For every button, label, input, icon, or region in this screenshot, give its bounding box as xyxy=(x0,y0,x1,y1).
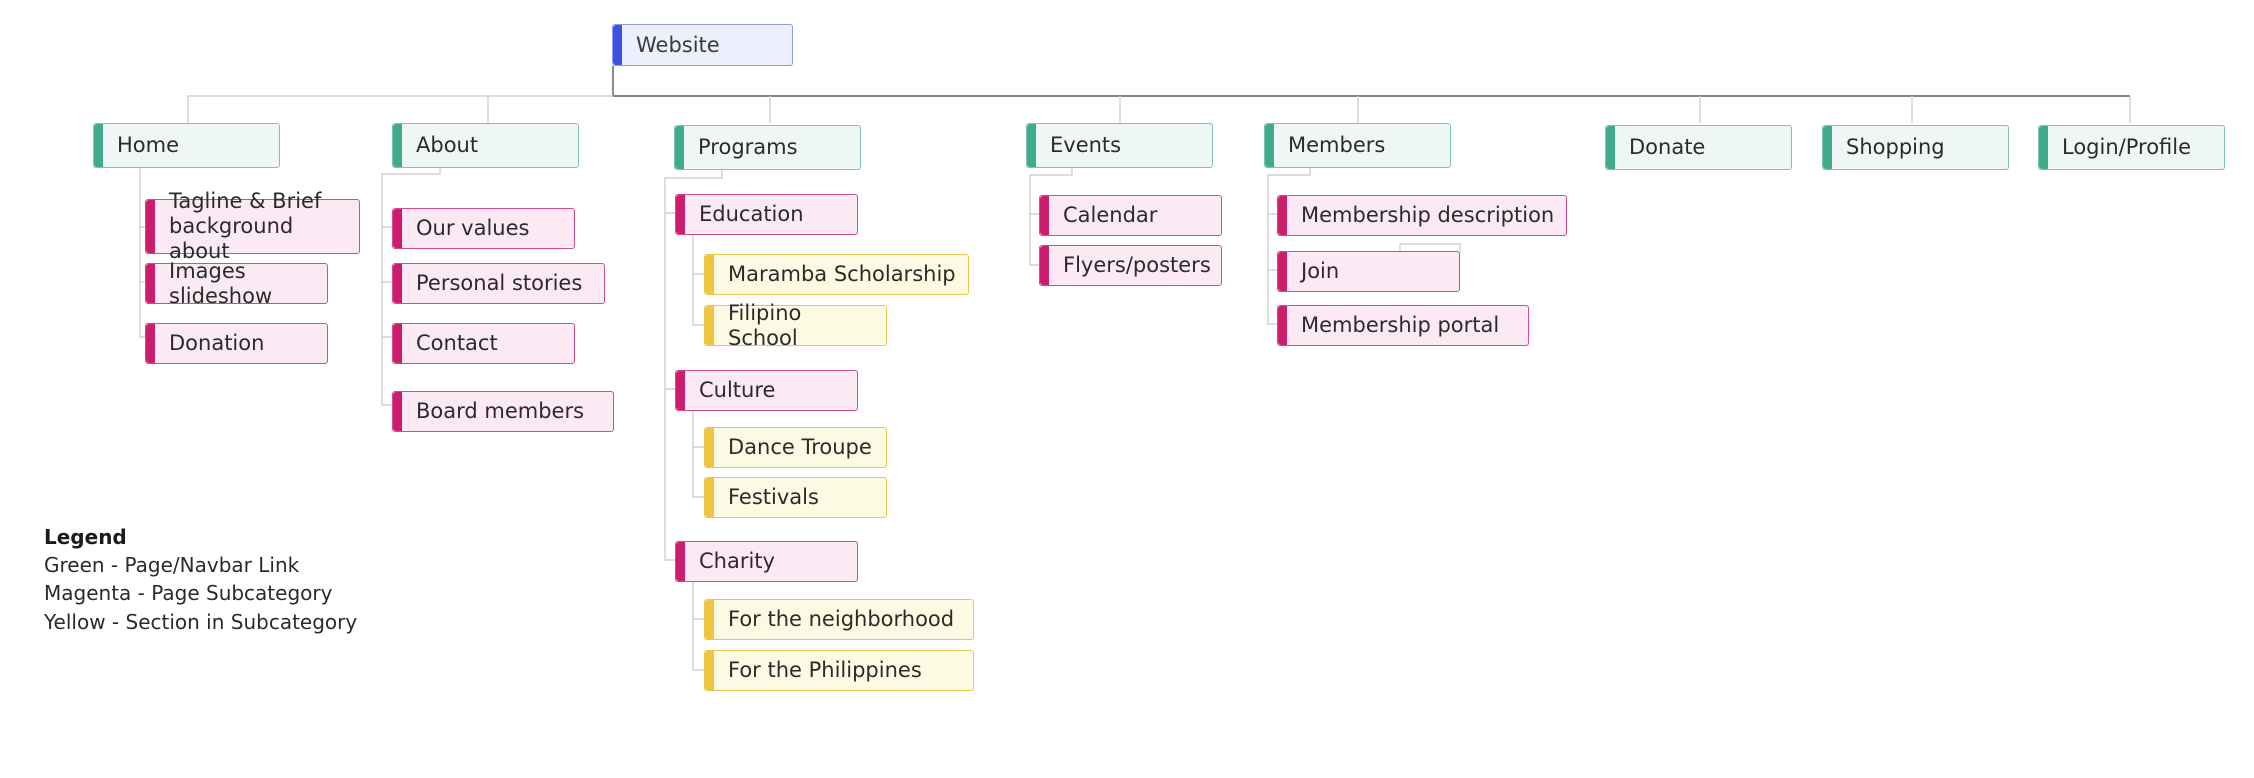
node-events[interactable]: Events xyxy=(1026,123,1213,168)
node-flyers-posters[interactable]: Flyers/posters xyxy=(1039,245,1222,286)
node-accent-bar xyxy=(613,25,622,65)
node-accent-bar xyxy=(705,651,714,690)
node-label: About xyxy=(416,133,479,158)
node-accent-bar xyxy=(705,478,714,517)
node-home[interactable]: Home xyxy=(93,123,280,168)
node-accent-bar xyxy=(146,200,155,253)
node-shopping[interactable]: Shopping xyxy=(1822,125,2009,170)
node-label: Charity xyxy=(699,549,775,574)
node-label: For the Philippines xyxy=(728,658,922,683)
node-accent-bar xyxy=(393,264,402,303)
node-accent-bar xyxy=(1823,126,1832,169)
node-accent-bar xyxy=(393,124,402,167)
node-label: Members xyxy=(1288,133,1386,158)
legend-title: Legend xyxy=(44,525,127,549)
node-personal-stories[interactable]: Personal stories xyxy=(392,263,605,304)
node-festivals[interactable]: Festivals xyxy=(704,477,887,518)
node-accent-bar xyxy=(676,542,685,581)
node-accent-bar xyxy=(1027,124,1036,167)
node-accent-bar xyxy=(2039,126,2048,169)
node-label: Website xyxy=(636,32,720,57)
node-accent-bar xyxy=(675,126,684,169)
node-accent-bar xyxy=(1040,246,1049,285)
node-members[interactable]: Members xyxy=(1264,123,1451,168)
node-filipino-school[interactable]: Filipino School xyxy=(704,301,887,350)
node-accent-bar xyxy=(1278,306,1287,345)
node-our-values[interactable]: Our values xyxy=(392,208,575,249)
node-accent-bar xyxy=(146,324,155,363)
node-contact[interactable]: Contact xyxy=(392,323,575,364)
node-label: Flyers/posters xyxy=(1063,253,1211,278)
node-label: Maramba Scholarship xyxy=(728,262,956,287)
legend-item-magenta: Magenta - Page Subcategory xyxy=(44,581,333,606)
node-label: Membership portal xyxy=(1301,313,1500,338)
node-for-the-philippines[interactable]: For the Philippines xyxy=(704,650,974,691)
node-accent-bar xyxy=(705,306,714,345)
node-label: Join xyxy=(1301,259,1340,284)
node-label: Dance Troupe xyxy=(728,435,872,460)
node-images-slideshow[interactable]: Images slideshow xyxy=(145,259,328,308)
node-accent-bar xyxy=(705,600,714,639)
node-label: Calendar xyxy=(1063,203,1158,228)
node-accent-bar xyxy=(1278,196,1287,235)
node-for-the-neighborhood[interactable]: For the neighborhood xyxy=(704,599,974,640)
node-accent-bar xyxy=(393,209,402,248)
node-accent-bar xyxy=(705,428,714,467)
node-label: Programs xyxy=(698,135,798,160)
node-calendar[interactable]: Calendar xyxy=(1039,195,1222,236)
node-dance-troupe[interactable]: Dance Troupe xyxy=(704,427,887,468)
node-label: Contact xyxy=(416,331,498,356)
node-label: Donation xyxy=(169,331,265,356)
node-programs[interactable]: Programs xyxy=(674,125,861,170)
node-label: Culture xyxy=(699,378,776,403)
node-accent-bar xyxy=(1606,126,1615,169)
legend: Legend Green - Page/Navbar Link Magenta … xyxy=(44,525,357,636)
node-label: Festivals xyxy=(728,485,819,510)
node-accent-bar xyxy=(676,371,685,410)
node-label: For the neighborhood xyxy=(728,607,955,632)
node-label: Membership description xyxy=(1301,203,1555,228)
node-donate[interactable]: Donate xyxy=(1605,125,1792,170)
node-label: Shopping xyxy=(1846,135,1945,160)
node-label: Our values xyxy=(416,216,530,241)
node-website[interactable]: Website xyxy=(612,24,793,66)
node-accent-bar xyxy=(1278,252,1287,291)
node-label: Personal stories xyxy=(416,271,583,296)
node-label: Images slideshow xyxy=(169,259,273,308)
node-accent-bar xyxy=(1265,124,1274,167)
legend-item-yellow: Yellow - Section in Subcategory xyxy=(44,609,358,634)
node-accent-bar xyxy=(1040,196,1049,235)
node-label: Tagline & Brief background about xyxy=(169,189,322,263)
node-charity[interactable]: Charity xyxy=(675,541,858,582)
node-about[interactable]: About xyxy=(392,123,579,168)
legend-item-green: Green - Page/Navbar Link xyxy=(44,553,300,577)
node-accent-bar xyxy=(94,124,103,167)
node-accent-bar xyxy=(393,392,402,431)
node-donation[interactable]: Donation xyxy=(145,323,328,364)
node-education[interactable]: Education xyxy=(675,194,858,235)
node-label: Filipino School xyxy=(728,301,802,350)
node-membership-description[interactable]: Membership description xyxy=(1277,195,1567,236)
node-tagline-brief-background[interactable]: Tagline & Brief background about xyxy=(145,189,360,263)
node-label: Donate xyxy=(1629,135,1706,160)
node-label: Education xyxy=(699,202,804,227)
node-accent-bar xyxy=(705,255,714,294)
node-culture[interactable]: Culture xyxy=(675,370,858,411)
node-accent-bar xyxy=(146,264,155,303)
node-join[interactable]: Join xyxy=(1277,251,1460,292)
node-membership-portal[interactable]: Membership portal xyxy=(1277,305,1529,346)
node-login-profile[interactable]: Login/Profile xyxy=(2038,125,2225,170)
node-label: Home xyxy=(117,133,180,158)
node-accent-bar xyxy=(393,324,402,363)
node-maramba-scholarship[interactable]: Maramba Scholarship xyxy=(704,254,969,295)
node-accent-bar xyxy=(676,195,685,234)
node-label: Events xyxy=(1050,133,1122,158)
node-label: Login/Profile xyxy=(2062,135,2192,160)
node-board-members[interactable]: Board members xyxy=(392,391,614,432)
node-label: Board members xyxy=(416,399,585,424)
